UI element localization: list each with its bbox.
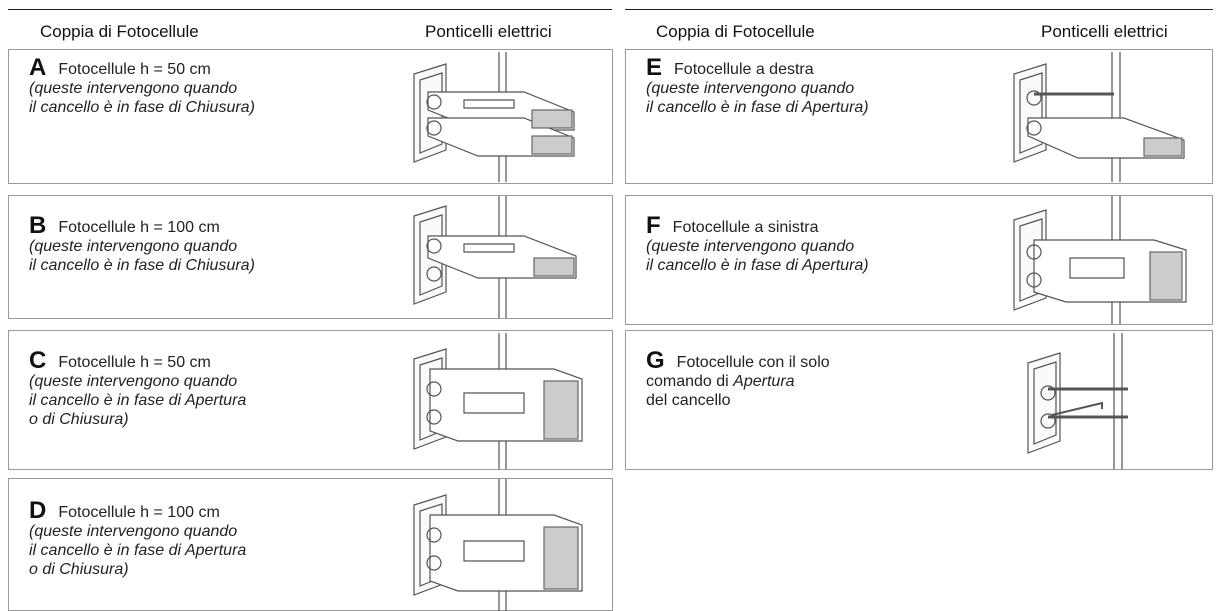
card-e-title: Fotocellule a destra xyxy=(674,61,814,78)
card-c-line2: il cancello è in fase di Apertura xyxy=(29,392,247,409)
card-d: D Fotocellule h = 100 cm (queste interven… xyxy=(8,478,613,611)
jumper-illustration-b xyxy=(404,196,594,318)
card-b-letter: B xyxy=(29,212,47,239)
card-c-title: Fotocellule h = 50 cm xyxy=(58,354,211,371)
jumper-illustration-a xyxy=(404,52,594,182)
card-f-line2: il cancello è in fase di Apertura) xyxy=(646,257,869,274)
card-g-text: G Fotocellule con il solo comando di Aper… xyxy=(646,349,976,410)
card-g-line1: comando di Apertura xyxy=(646,372,976,391)
card-c-line3: o di Chiusura) xyxy=(29,411,129,428)
card-e-line2: il cancello è in fase di Apertura) xyxy=(646,99,869,116)
card-c-line1: (queste intervengono quando xyxy=(29,373,238,390)
top-rule-right xyxy=(625,9,1213,10)
card-g-letter: G xyxy=(646,347,665,374)
card-e-line1: (queste intervengono quando xyxy=(646,80,855,97)
card-g-title: Fotocellule con il solo xyxy=(676,354,830,371)
card-d-text: D Fotocellule h = 100 cm (queste interven… xyxy=(29,499,359,579)
card-f-letter: F xyxy=(646,212,661,239)
header-col2-photocells: Coppia di Fotocellule xyxy=(656,22,815,41)
card-d-line3: o di Chiusura) xyxy=(29,561,129,578)
header-col2-jumpers: Ponticelli elettrici xyxy=(1041,22,1168,41)
card-a: A Fotocellule h = 50 cm (queste interveng… xyxy=(8,49,613,184)
card-c: C Fotocellule h = 50 cm (queste interveng… xyxy=(8,330,613,470)
card-f-title: Fotocellule a sinistra xyxy=(672,219,819,236)
header-col1-photocells: Coppia di Fotocellule xyxy=(40,22,199,41)
card-b-line1: (queste intervengono quando xyxy=(29,238,238,255)
card-d-line1: (queste intervengono quando xyxy=(29,523,238,540)
card-d-letter: D xyxy=(29,497,47,524)
card-a-line1: (queste intervengono quando xyxy=(29,80,238,97)
card-b-line2: il cancello è in fase di Chiusura) xyxy=(29,257,255,274)
card-g-line1-normal: comando di xyxy=(646,373,734,390)
card-a-line2: il cancello è in fase di Chiusura) xyxy=(29,99,255,116)
header-col1-jumpers: Ponticelli elettrici xyxy=(425,22,552,41)
card-c-text: C Fotocellule h = 50 cm (queste interveng… xyxy=(29,349,359,429)
card-e: E Fotocellule a destra (queste intervengo… xyxy=(625,49,1213,184)
card-e-text: E Fotocellule a destra (queste intervengo… xyxy=(646,56,976,117)
card-g-line2: del cancello xyxy=(646,392,731,409)
jumper-illustration-e xyxy=(1004,52,1204,182)
card-g: G Fotocellule con il solo comando di Aper… xyxy=(625,330,1213,470)
card-d-title: Fotocellule h = 100 cm xyxy=(58,504,220,521)
card-b: B Fotocellule h = 100 cm (queste interven… xyxy=(8,195,613,319)
jumper-illustration-d xyxy=(404,479,594,611)
card-f: F Fotocellule a sinistra (queste interven… xyxy=(625,195,1213,325)
jumper-illustration-g xyxy=(1018,333,1198,469)
card-f-line1: (queste intervengono quando xyxy=(646,238,855,255)
jumper-illustration-c xyxy=(404,333,594,469)
jumper-illustration-f xyxy=(1004,196,1204,324)
card-g-line1-italic: Apertura xyxy=(733,373,795,390)
card-a-text: A Fotocellule h = 50 cm (queste interveng… xyxy=(29,56,359,117)
card-b-title: Fotocellule h = 100 cm xyxy=(58,219,220,236)
card-e-letter: E xyxy=(646,54,663,81)
card-b-text: B Fotocellule h = 100 cm (queste interven… xyxy=(29,214,359,275)
top-rule-left xyxy=(8,9,612,10)
card-d-line2: il cancello è in fase di Apertura xyxy=(29,542,247,559)
card-c-letter: C xyxy=(29,347,47,374)
card-f-text: F Fotocellule a sinistra (queste interven… xyxy=(646,214,976,275)
card-a-title: Fotocellule h = 50 cm xyxy=(58,61,211,78)
card-a-letter: A xyxy=(29,54,47,81)
